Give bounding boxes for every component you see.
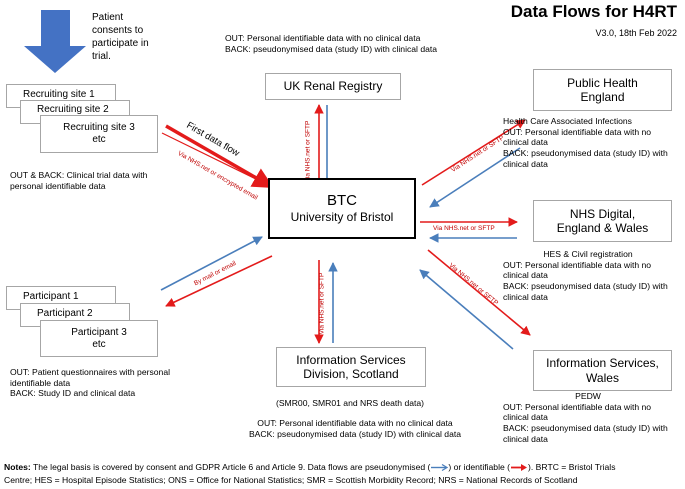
- ukrr-note-back: BACK: pseudonymised data (study ID) with…: [225, 43, 438, 54]
- identifiable-arrow-icon: [511, 464, 528, 472]
- recruiting-site-3: Recruiting site 3 etc: [40, 115, 158, 153]
- notes-part3: ). BRTC = Bristol Trials: [528, 462, 616, 472]
- phe-note-head: Health Care Associated Infections: [503, 116, 632, 126]
- phe-back-arrow: [429, 147, 521, 208]
- nhsd-note-back: BACK: pseudonymised data (study ID) with…: [503, 281, 668, 302]
- nhsd-note-out: OUT: Personal identifiable data with no …: [503, 259, 652, 281]
- participant-back-arrow: [165, 255, 273, 307]
- page-title: Data Flows for H4RT: [510, 2, 677, 21]
- phe-note-out: OUT: Personal identifiable data with no …: [503, 126, 652, 148]
- isw-note-head: PEDW: [575, 391, 601, 401]
- isw-back-arrow: [419, 269, 514, 350]
- ukrr-note: OUT: Personal identifiable data with no …: [225, 33, 485, 54]
- phe-note-back: BACK: pseudonymised data (study ID) with…: [503, 148, 668, 169]
- recruit-back-line: [161, 132, 259, 181]
- isd-label-2: Division, Scotland: [303, 367, 399, 381]
- isd-note-back: BACK: pseudonymised data (study ID) with…: [248, 428, 462, 439]
- consent-arrow-icon: [24, 10, 86, 73]
- nhsd-label-2: England & Wales: [556, 221, 649, 235]
- isw-note-back: BACK: pseudonymised data (study ID) with…: [503, 423, 668, 444]
- participants-note: OUT: Patient questionnaires with persona…: [10, 367, 171, 399]
- consent-text: Patient consents to participate in trial…: [92, 12, 149, 62]
- phe-label-1: Public Health: [567, 75, 638, 90]
- notes-part2: ) or identifiable (: [448, 462, 511, 472]
- isd-label-1: Information Services: [296, 352, 406, 367]
- nhsd-box: NHS Digital, England & Wales: [533, 200, 672, 242]
- isd-box: Information Services Division, Scotland: [276, 347, 426, 387]
- nhsd-note-head: HES & Civil registration: [543, 249, 633, 259]
- phe-box: Public Health England: [533, 69, 672, 111]
- first-flow-arrow: [165, 124, 274, 189]
- isd-sub: (SMR00, SMR01 and NRS death data): [275, 398, 425, 408]
- btc-label: BTC: [327, 192, 357, 210]
- version-label: V3.0, 18th Feb 2022: [595, 28, 677, 38]
- recruiting-site-3-label: Recruiting site 3: [63, 122, 135, 133]
- isw-note: PEDW OUT: Personal identifiable data wit…: [503, 391, 673, 445]
- notes-label: Notes:: [4, 462, 31, 472]
- isw-label-2: Wales: [586, 370, 619, 385]
- participant-out-arrow: [160, 236, 263, 291]
- isd-note: OUT: Personal identifiable data with no …: [230, 418, 480, 439]
- ukrr-note-out: OUT: Personal identifiable data with no …: [225, 33, 421, 43]
- phe-label-2: England: [580, 90, 625, 104]
- isd-link-label: Via NHS.net or SFTP: [318, 272, 326, 335]
- isw-box: Information Services, Wales: [533, 350, 672, 391]
- isw-label-1: Information Services,: [546, 356, 659, 371]
- phe-out-arrow: [421, 119, 526, 186]
- recruiting-note: OUT & BACK: Clinical trial data with per…: [10, 170, 148, 191]
- btc-box: BTC University of Bristol: [268, 178, 416, 239]
- nhsd-note: HES & Civil registration OUT: Personal i…: [503, 249, 673, 303]
- footer-notes: Notes: The legal basis is covered by con…: [4, 461, 684, 487]
- recruiting-site-3-etc: etc: [92, 134, 106, 145]
- btc-sublabel: University of Bristol: [290, 210, 394, 225]
- participant-3-label: Participant 3: [71, 326, 127, 338]
- nhsd-link-label: Via NHS.net or SFTP: [433, 225, 495, 232]
- isw-out-arrow: [427, 249, 531, 336]
- notes-part1: The legal basis is covered by consent an…: [30, 462, 431, 472]
- nhsd-label-1: NHS Digital,: [569, 206, 636, 221]
- notes-line2: Centre; HES = Hospital Episode Statistic…: [4, 474, 578, 485]
- phe-note: Health Care Associated Infections OUT: P…: [503, 116, 673, 170]
- isd-note-out: OUT: Personal identifiable data with no …: [257, 418, 453, 428]
- participant-3: Participant 3 etc: [40, 320, 158, 357]
- pseudonymised-arrow-icon: [431, 464, 449, 472]
- participant-3-etc: etc: [92, 338, 106, 350]
- isw-note-out: OUT: Personal identifiable data with no …: [503, 401, 652, 423]
- ukrr-box: UK Renal Registry: [265, 73, 401, 100]
